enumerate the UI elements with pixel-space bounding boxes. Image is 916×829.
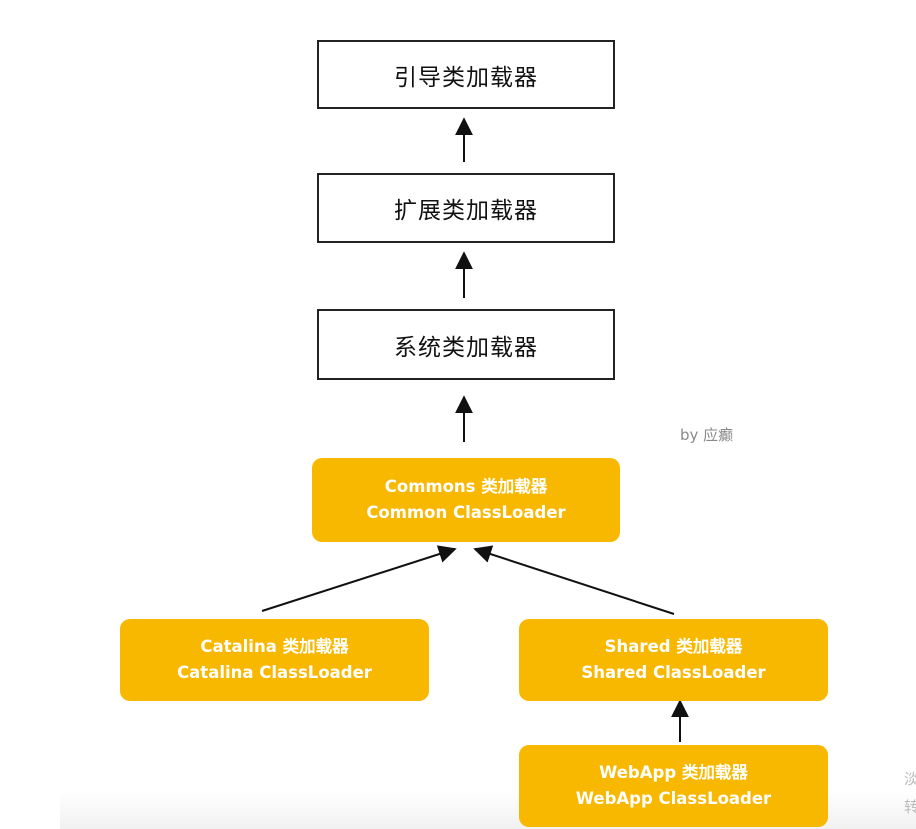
cropped-edge-glyph-1: 淡	[904, 770, 916, 788]
author-credit: by 应癫	[680, 426, 734, 444]
system-loader-label: 系统类加载器	[394, 334, 538, 361]
bootstrap-loader-label: 引导类加载器	[394, 64, 538, 91]
common-loader-line2: Common ClassLoader	[366, 503, 566, 522]
shared-loader-box: Shared 类加载器 Shared ClassLoader	[519, 619, 828, 701]
arrow-shared-to-common	[473, 545, 675, 615]
catalina-loader-line2: Catalina ClassLoader	[177, 663, 372, 682]
common-loader-box: Commons 类加载器 Common ClassLoader	[312, 458, 620, 542]
shared-loader-line2: Shared ClassLoader	[581, 663, 766, 682]
webapp-loader-box: WebApp 类加载器 WebApp ClassLoader	[519, 745, 828, 827]
bootstrap-loader-box: 引导类加载器	[317, 40, 615, 109]
cropped-edge-glyph-2: 转	[904, 798, 916, 816]
shared-loader-line1: Shared 类加载器	[604, 637, 743, 656]
edges-group	[261, 117, 689, 742]
extension-loader-box: 扩展类加载器	[317, 173, 615, 243]
catalina-loader-box: Catalina 类加载器 Catalina ClassLoader	[120, 619, 429, 701]
common-loader-line1: Commons 类加载器	[384, 477, 548, 496]
system-loader-box: 系统类加载器	[317, 309, 615, 380]
catalina-loader-line1: Catalina 类加载器	[200, 637, 349, 656]
webapp-loader-line1: WebApp 类加载器	[599, 763, 748, 782]
webapp-loader-line2: WebApp ClassLoader	[575, 789, 772, 808]
arrow-catalina-to-common	[261, 545, 457, 612]
extension-loader-label: 扩展类加载器	[394, 198, 538, 224]
